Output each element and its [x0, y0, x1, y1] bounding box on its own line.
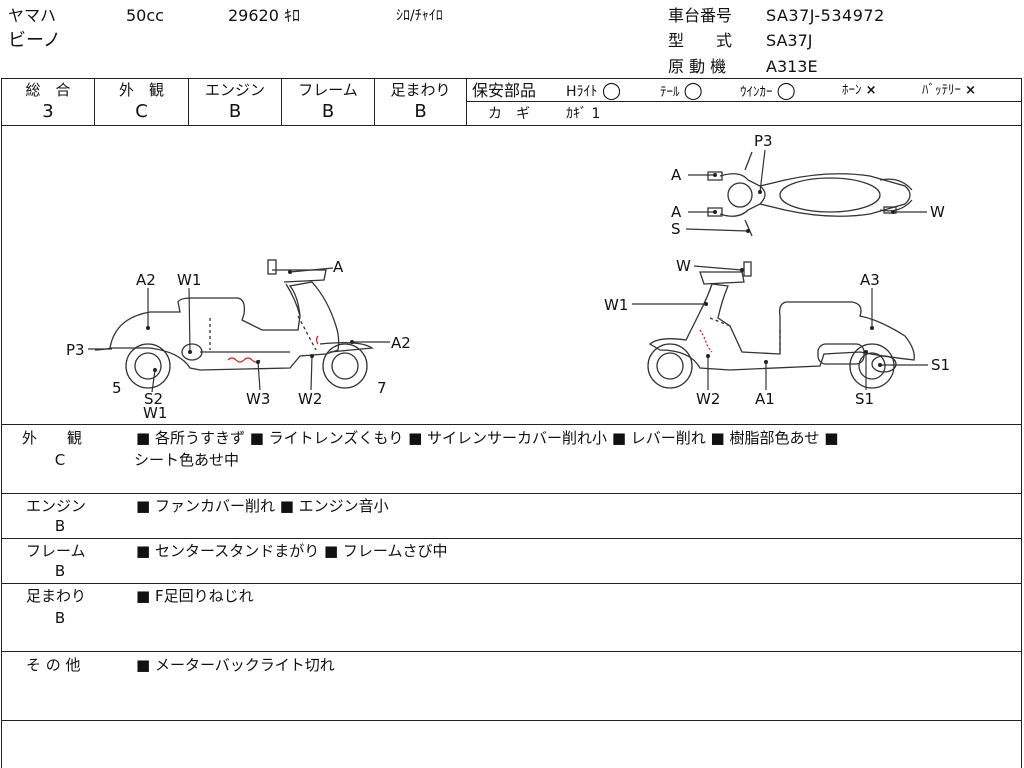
diagram-label-right-0: W: [676, 257, 691, 275]
diagram-label-right-3: S1: [931, 356, 950, 374]
note-text-engine: ■ ファンカバー削れ ■ エンジン音小: [136, 497, 389, 515]
diagram-label-top-2: A: [671, 203, 682, 221]
note-grade-engine: B: [54, 517, 66, 535]
note-label-frame: フレーム: [26, 542, 86, 560]
diagram-label-top-4: W: [930, 203, 945, 221]
diagram-label-left-2: W1: [177, 271, 201, 289]
divider-top: [1, 78, 1022, 79]
diagram-label-left-3: P3: [66, 341, 85, 359]
note-label-exterior: 外 観: [22, 429, 83, 447]
divider-note-4: [1, 651, 1022, 652]
type-value: SA37J: [766, 31, 813, 50]
grade-label-exterior: 外 観: [118, 81, 164, 99]
diagram-label-right-4: W2: [696, 390, 720, 408]
diagram-label-left-0: A: [333, 258, 344, 276]
left-border: [1, 78, 2, 768]
divider-note-1: [1, 493, 1022, 494]
left-side-view: [94, 259, 374, 389]
grade-value-total: 3: [42, 101, 54, 122]
diagram-label-left-4: 5: [112, 379, 122, 397]
engine-value: A313E: [766, 57, 818, 76]
divider-diagram: [1, 424, 1022, 425]
grade-sep-2: [188, 78, 189, 125]
diagram-label-left-1: A2: [136, 271, 156, 289]
divider-grades: [1, 125, 1022, 126]
note-label-other: そ の 他: [26, 656, 81, 674]
grade-value-engine: B: [228, 101, 242, 122]
headlight-mark: ◯: [601, 81, 622, 101]
mileage: 29620 ｷﾛ: [228, 6, 300, 25]
grade-sep-1: [94, 78, 95, 125]
safety-battery: ﾊﾞｯﾃﾘｰ ×: [922, 83, 977, 98]
diagram-label-left-5: S2: [144, 390, 163, 408]
safety-horn: ﾎｰﾝ ×: [842, 83, 877, 98]
frame-no-value: SA37J-534972: [766, 6, 885, 25]
grade-label-engine: エンジン: [204, 81, 265, 99]
note-label-engine: エンジン: [26, 497, 87, 515]
diagram-label-top-0: P3: [754, 132, 773, 150]
divider-safety: [466, 101, 1022, 102]
diagram-label-right-1: A3: [860, 271, 880, 289]
battery-mark: ×: [965, 83, 977, 98]
type-label: 型 式: [668, 31, 733, 50]
grade-sep-5: [466, 78, 467, 125]
diagram-label-left-10: 7: [377, 379, 387, 397]
safety-tail: ﾃｰﾙ ◯: [660, 81, 703, 101]
safety-winker: ｳｲﾝｶｰ ◯: [740, 81, 796, 101]
diagram-label-left-6: W1: [143, 404, 167, 422]
note-grade-exterior: C: [54, 451, 66, 469]
winker-mark: ◯: [776, 81, 796, 101]
frame-no-label: 車台番号: [668, 6, 733, 25]
diagram-label-left-8: W2: [298, 390, 322, 408]
note-text-other: ■ メーターバックライト切れ: [136, 656, 335, 674]
model-name: ビーノ: [8, 30, 61, 51]
note-text-exterior: ■ 各所うすきず ■ ライトレンズくもり ■ サイレンサーカバー削れ小 ■ レバ…: [136, 429, 839, 447]
right-border: [1021, 78, 1022, 768]
grade-label-suspension: 足まわり: [390, 81, 451, 99]
divider-note-3: [1, 583, 1022, 584]
color: ｼﾛ/ﾁｬｲﾛ: [396, 8, 443, 24]
displacement: 50cc: [126, 6, 164, 25]
note-text-suspension: ■ F足回りねじれ: [136, 587, 254, 605]
note-text-frame: ■ センタースタンドまがり ■ フレームさび中: [136, 542, 448, 560]
engine-label: 原 動 機: [668, 57, 727, 76]
note-grade-frame: B: [54, 562, 66, 580]
top-view: [707, 151, 913, 237]
grade-label-frame: フレーム: [298, 81, 358, 99]
grade-value-suspension: B: [414, 101, 427, 122]
grade-label-total: 総 合: [25, 81, 71, 99]
diagram-label-right-6: S1: [855, 390, 874, 408]
note-text-exterior-2: シート色あせ中: [134, 451, 240, 469]
grade-value-exterior: C: [135, 101, 148, 122]
tail-mark: ◯: [683, 81, 703, 101]
grade-sep-4: [374, 78, 375, 125]
note-grade-suspension: B: [54, 609, 66, 627]
diagram-label-left-9: A2: [391, 334, 411, 352]
diagram-label-top-3: S: [671, 220, 681, 238]
divider-note-5: [1, 720, 1022, 721]
key-value: ｶｷﾞ 1: [566, 106, 601, 122]
grade-value-frame: B: [321, 101, 335, 122]
key-label: カ ギ: [488, 106, 530, 122]
diagram-label-left-7: W3: [246, 390, 270, 408]
horn-mark: ×: [865, 83, 877, 98]
diagram-label-right-5: A1: [755, 390, 775, 408]
diagram-label-right-2: W1: [604, 296, 628, 314]
divider-note-2: [1, 538, 1022, 539]
grade-sep-3: [281, 78, 282, 125]
safety-headlight: Hﾗｲﾄ ◯: [566, 81, 622, 101]
safety-label: 保安部品: [472, 81, 537, 100]
note-label-suspension: 足まわり: [26, 587, 87, 605]
maker: ヤマハ: [8, 6, 57, 25]
diagram-label-top-1: A: [671, 166, 682, 184]
